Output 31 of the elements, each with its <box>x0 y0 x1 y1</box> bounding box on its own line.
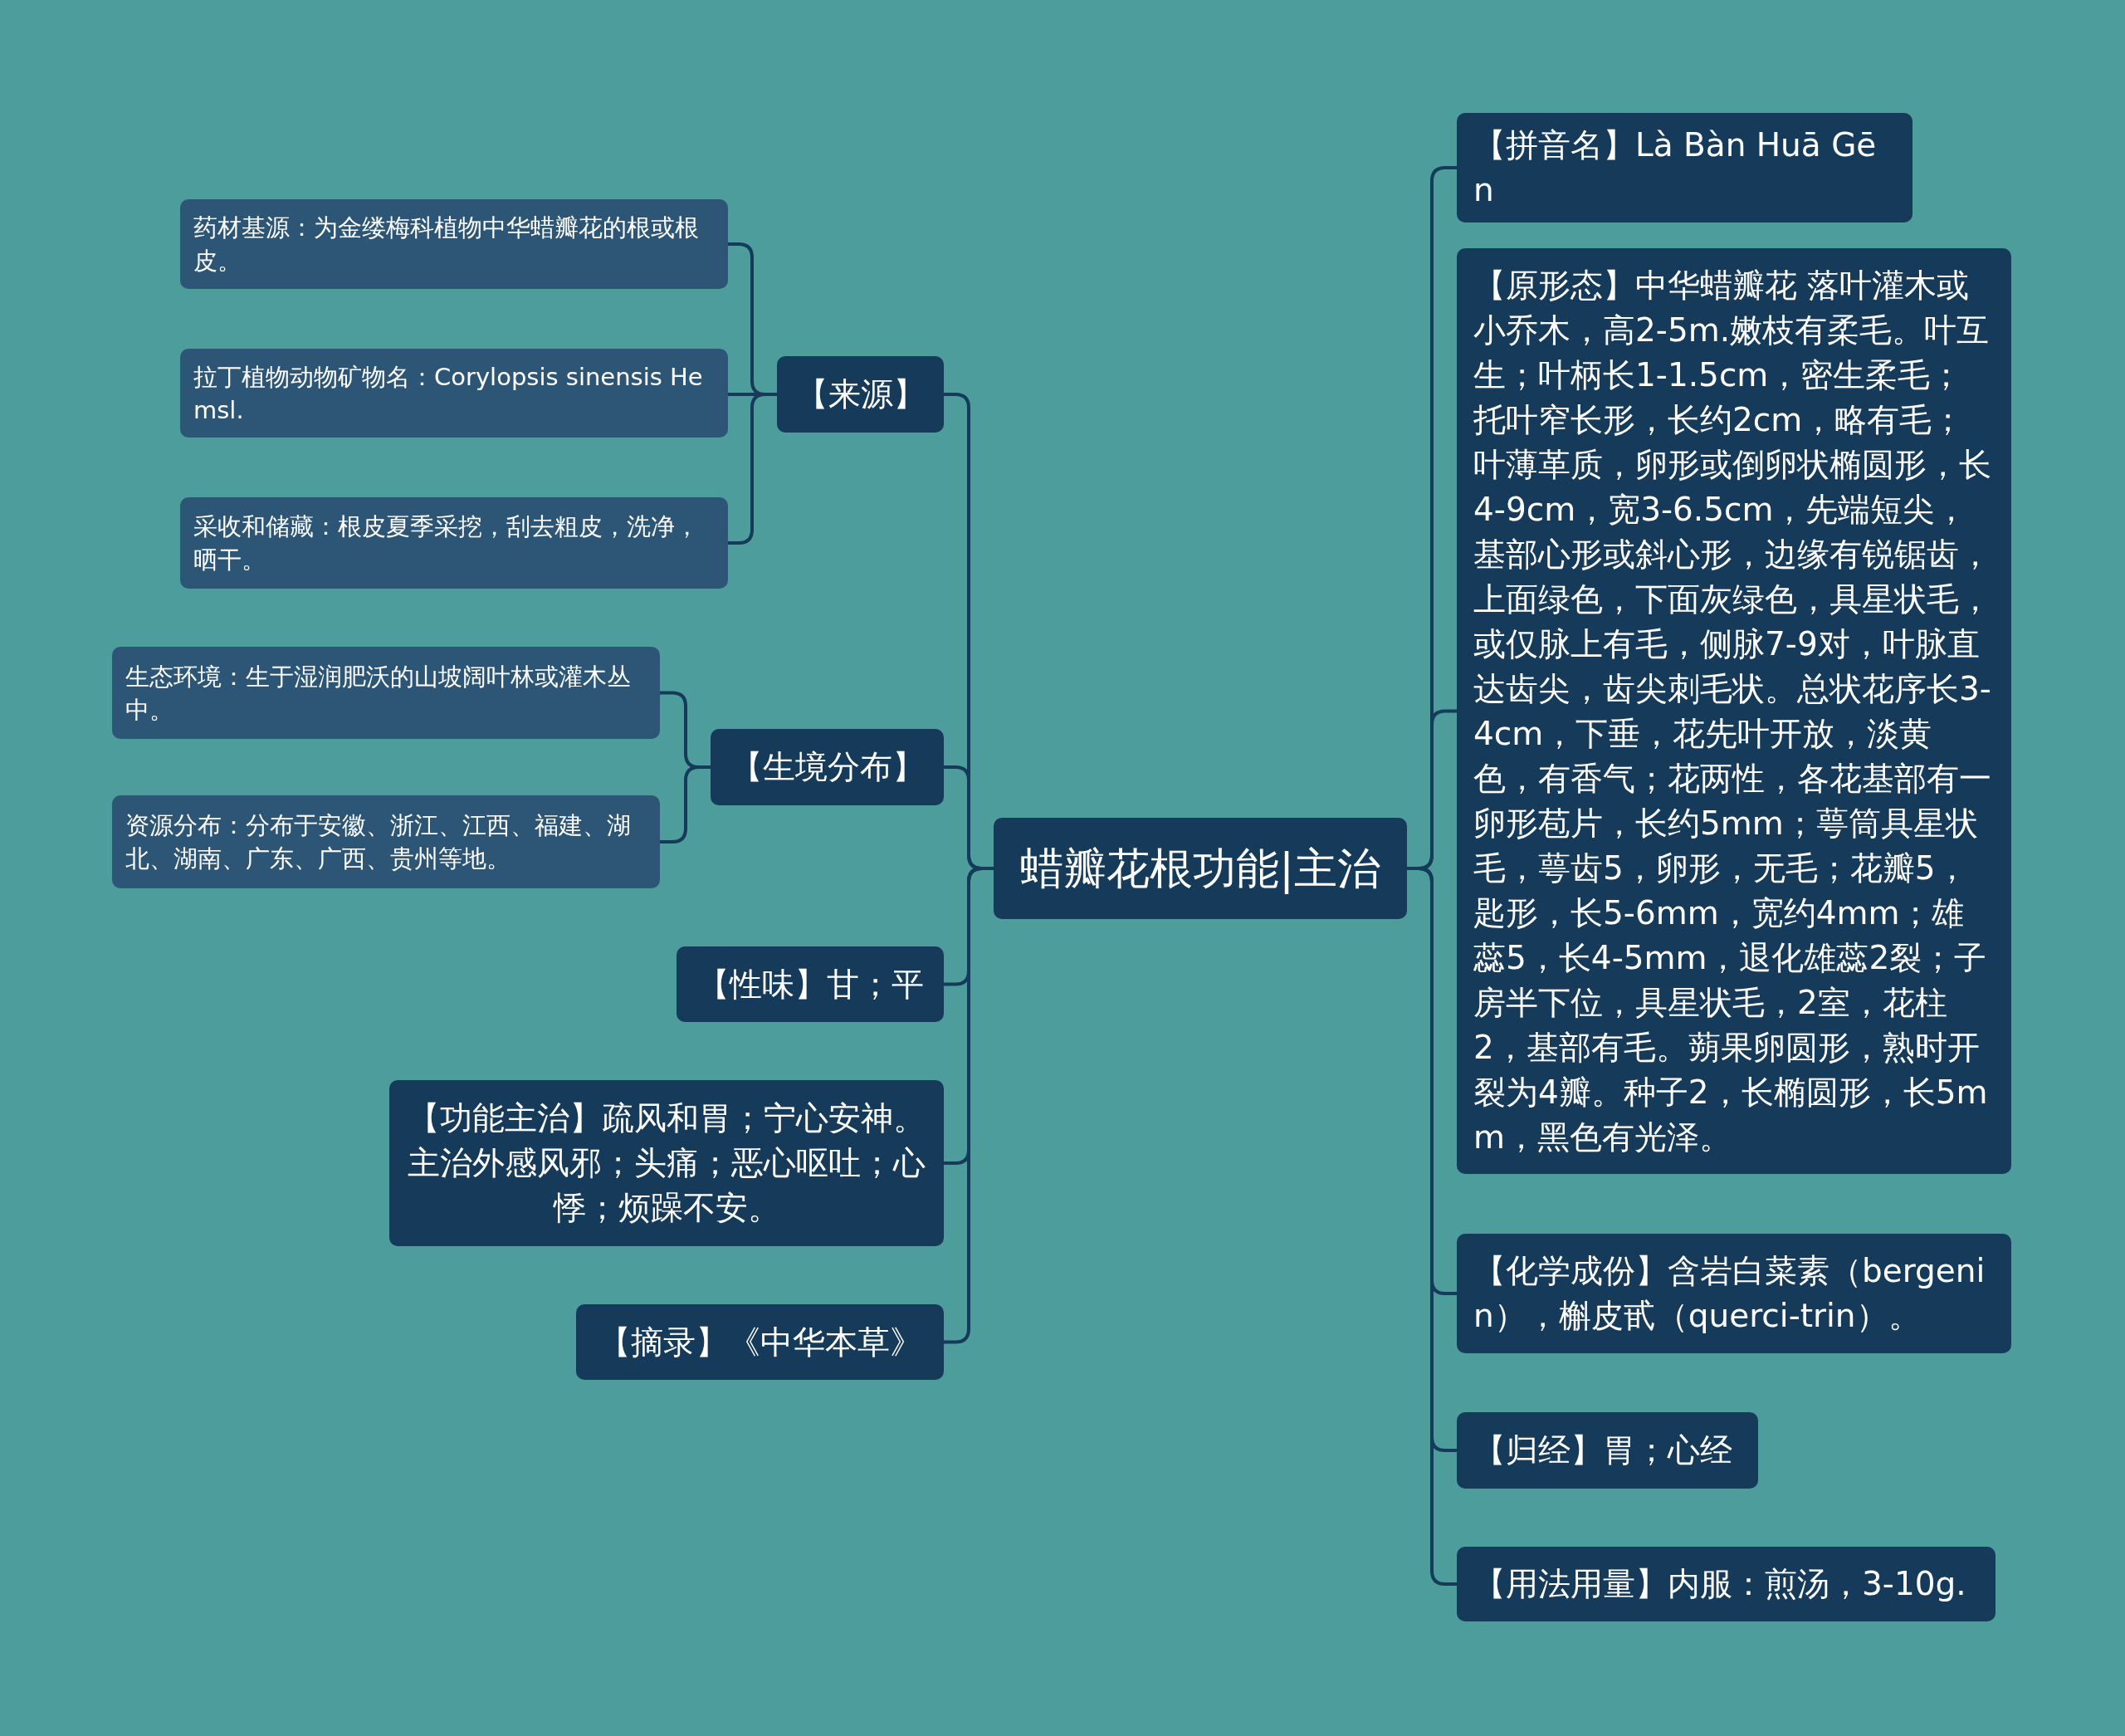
topic-text: 【原形态】中华蜡瓣花 落叶灌木或小乔木，高2-5m.嫩枝有柔毛。叶互生；叶柄长1-1.5cm，密生柔毛；托叶窄长形，长约2cm，略有毛；叶薄革质，卵形或倒卵状椭圆形，长4-9cm，宽3-6.5cm，先端短尖，基部心形或斜心形，边缘有锐锯齿，上面绿色，下面灰绿色，具星状毛，或仅脉上有毛，侧脉7-9对，叶脉直达齿尖，齿尖刺毛状。总状花序长3-4cm，下垂，花先叶开放，淡黄色，有香气；花两性，各花基部有一卵形苞片，长约5mm；萼筒具星状毛，萼齿5，卵形，无毛；花瓣5，匙形，长5-6mm，宽约4mm；雄蕊5，长4-5mm，退化雄蕊2裂；子房半下位，具星状毛，2室，花柱2，基部有毛。蒴果卵圆形，熟时开裂为4瓣。种子2，长椭圆形，长5mm，黑色有光泽。 <box>1473 265 1992 1157</box>
topic-text: 【生境分布】 <box>730 747 925 787</box>
topic-box <box>1457 1547 1996 1621</box>
topic-box <box>1457 113 1912 223</box>
topic-box <box>1457 1412 1758 1489</box>
topic-box <box>576 1304 944 1380</box>
topic-text: 采收和储藏：根皮夏季采挖，刮去粗皮，洗净，晒干。 <box>193 511 700 575</box>
topic-text: 蜡瓣花根功能|主治 <box>1020 843 1380 895</box>
topic-box <box>677 946 944 1022</box>
topic-text: 【摘录】《中华本草》 <box>598 1322 922 1362</box>
topic-text: 生态环境：生于湿润肥沃的山坡阔叶林或灌木丛中。 <box>125 661 632 726</box>
central-topic-box <box>994 818 1407 919</box>
topic-text: 【化学成份】含岩白菜素（bergenin），槲皮甙（querci-trin）。 <box>1473 1251 1986 1336</box>
topic-text: 【来源】 <box>795 374 926 414</box>
topic-text: 【归经】胃；心经 <box>1473 1430 1732 1470</box>
topic-box <box>777 356 944 433</box>
topic-box <box>389 1080 944 1246</box>
topic-text: 【功能主治】疏风和胃；宁心安神。主治外感风邪；头痛；恶心呕吐；心悸；烦躁不安。 <box>407 1098 926 1228</box>
topic-text: 【拼音名】Là Bàn Huā Gēn <box>1473 125 1878 210</box>
topic-box <box>711 729 944 805</box>
subtopic-box <box>180 349 728 438</box>
topic-text: 拉丁植物动物矿物名：Corylopsis sinensis Hemsl. <box>193 361 704 426</box>
subtopic-box <box>112 647 660 739</box>
topic-text: 【性味】甘；平 <box>696 964 924 1005</box>
subtopic-box <box>180 497 728 589</box>
topic-box <box>1457 1234 2011 1353</box>
subtopic-box <box>180 199 728 289</box>
topic-text: 药材基源：为金缕梅科植物中华蜡瓣花的根或根皮。 <box>193 213 700 276</box>
topic-text: 【用法用量】内服：煎汤，3-10g. <box>1473 1564 1966 1604</box>
subtopic-box <box>112 795 660 888</box>
topic-text: 资源分布：分布于安徽、浙江、江西、福建、湖北、湖南、广东、广西、贵州等地。 <box>125 810 632 874</box>
